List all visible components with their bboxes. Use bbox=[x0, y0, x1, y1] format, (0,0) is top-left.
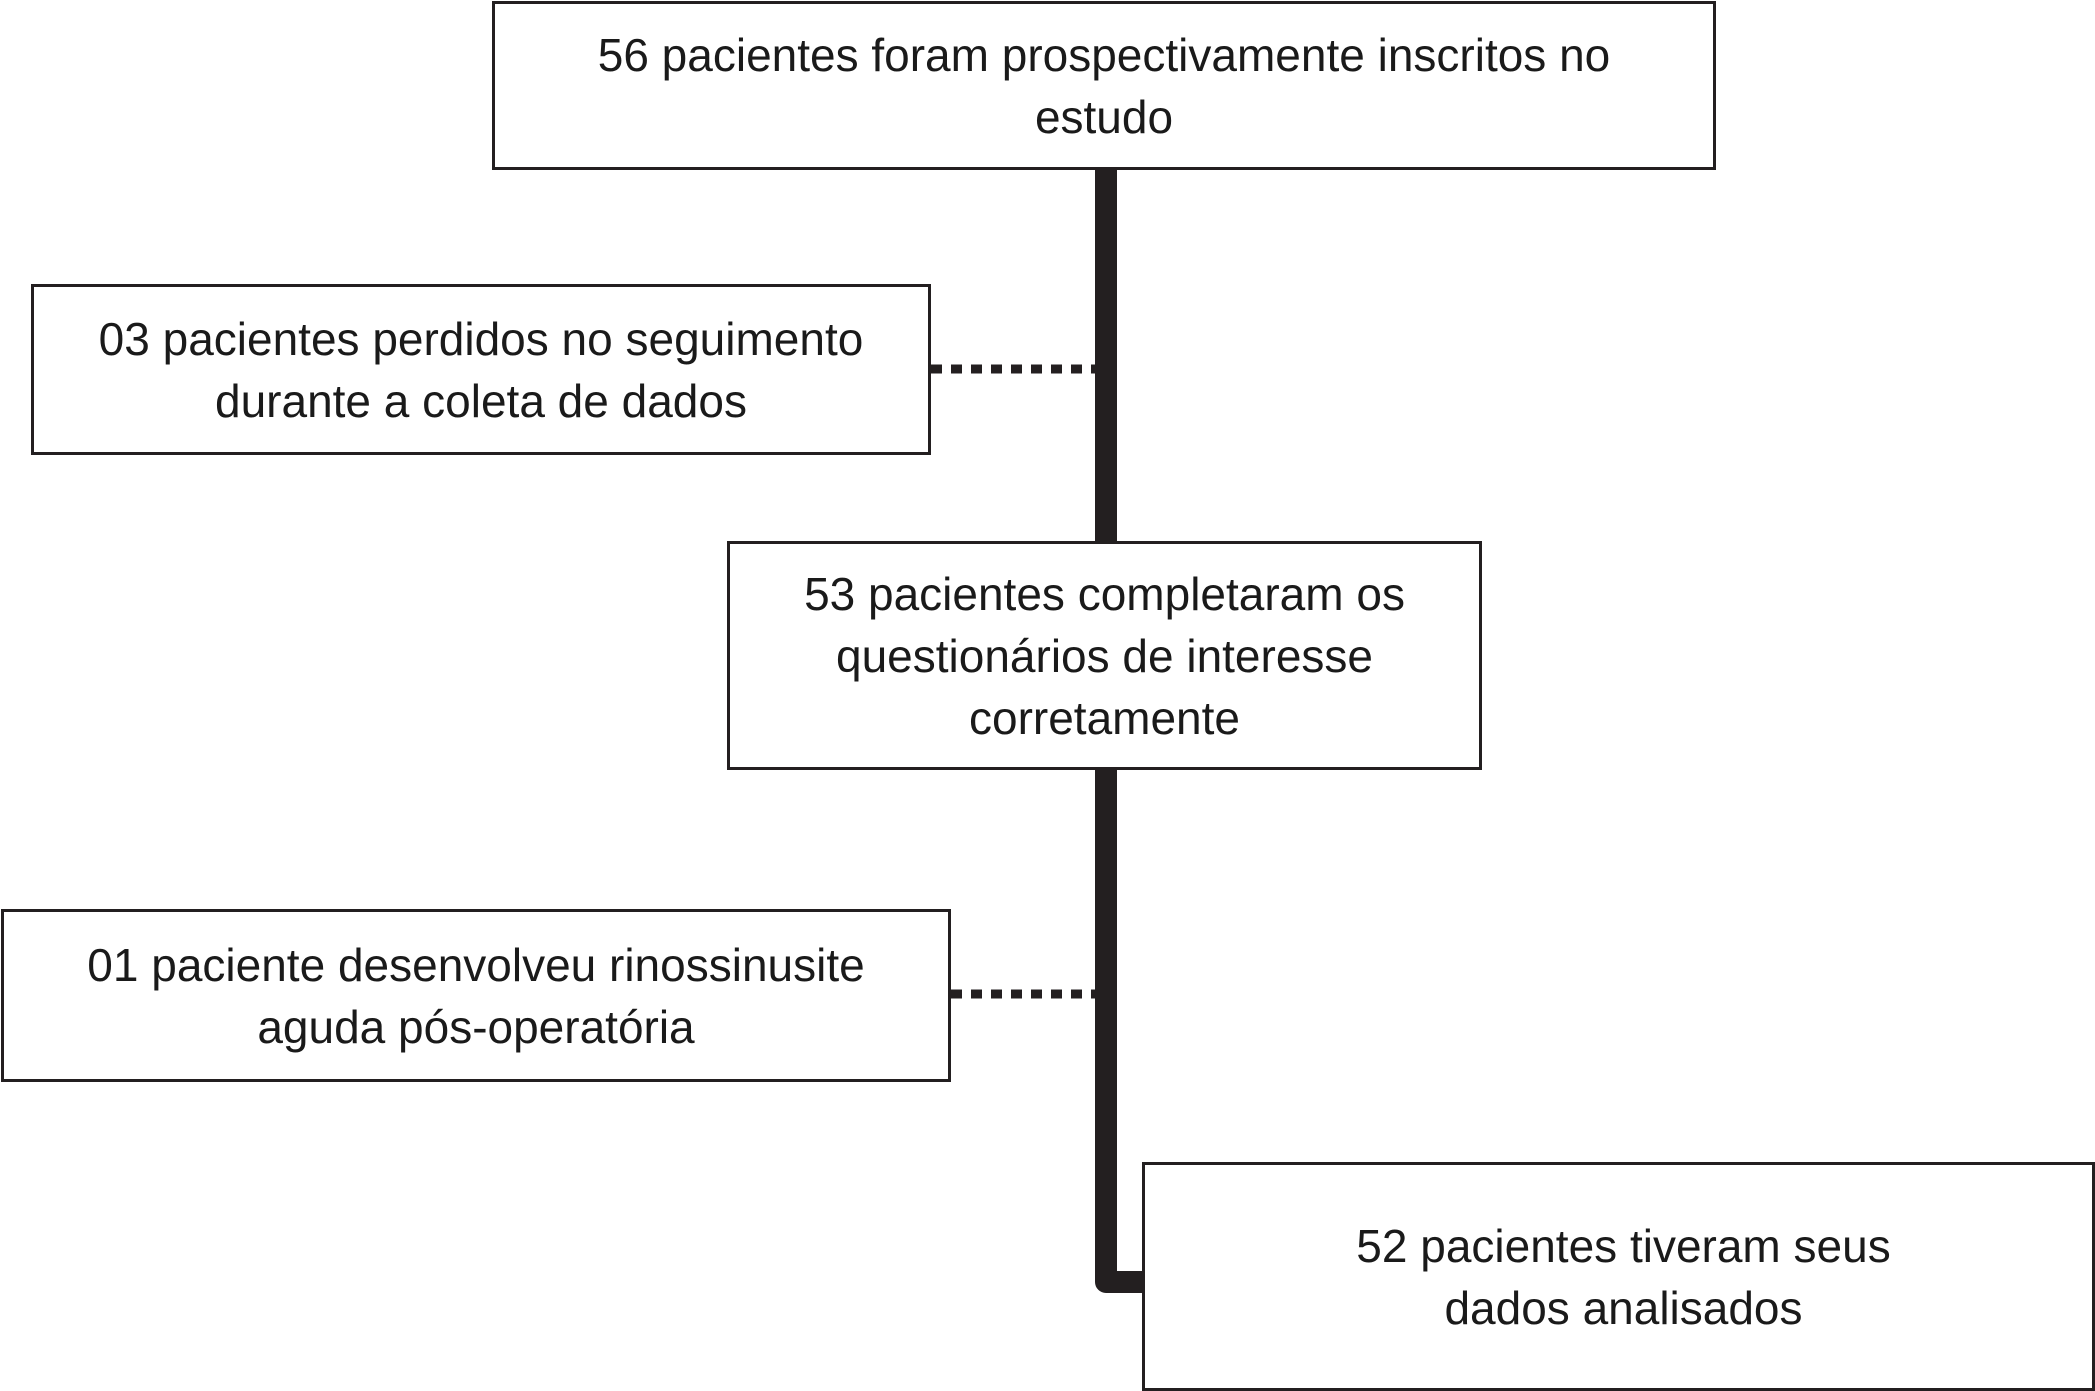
completed-line-3: corretamente bbox=[968, 691, 1240, 744]
enrolled-line-1: 56 pacientes foram prospectivamente insc… bbox=[597, 28, 1611, 81]
analyzed-box: 52 pacientes tiveram seus dados analisad… bbox=[1142, 1162, 2095, 1391]
analyzed-text: 52 pacientes tiveram seus dados analisad… bbox=[1351, 1215, 1890, 1339]
analyzed-line-2: dados analisados bbox=[1444, 1281, 1803, 1334]
completed-line-1: 53 pacientes completaram os bbox=[804, 567, 1405, 620]
lost-to-followup-line-1: 03 pacientes perdidos no seguimento bbox=[98, 312, 864, 365]
excluded-text: 01 paciente desenvolveu rinossinusite ag… bbox=[87, 934, 864, 1058]
completed-box: 53 pacientes completaram os questionário… bbox=[727, 541, 1482, 770]
excluded-box: 01 paciente desenvolveu rinossinusite ag… bbox=[1, 909, 951, 1082]
excluded-line-1: 01 paciente desenvolveu rinossinusite bbox=[87, 938, 865, 991]
completed-text: 53 pacientes completaram os questionário… bbox=[804, 563, 1405, 749]
lost-to-followup-box: 03 pacientes perdidos no seguimento dura… bbox=[31, 284, 931, 455]
excluded-line-2: aguda pós-operatória bbox=[257, 1000, 695, 1053]
main-flow-line bbox=[1095, 168, 1144, 1293]
completed-line-2: questionários de interesse bbox=[836, 629, 1373, 682]
lost-to-followup-line-2: durante a coleta de dados bbox=[215, 374, 747, 427]
analyzed-line-1: 52 pacientes tiveram seus bbox=[1356, 1219, 1891, 1272]
lost-to-followup-text: 03 pacientes perdidos no seguimento dura… bbox=[99, 308, 864, 432]
enrolled-box: 56 pacientes foram prospectivamente insc… bbox=[492, 1, 1716, 170]
enrolled-text: 56 pacientes foram prospectivamente insc… bbox=[598, 24, 1611, 148]
enrolled-line-2: estudo bbox=[1034, 90, 1174, 143]
